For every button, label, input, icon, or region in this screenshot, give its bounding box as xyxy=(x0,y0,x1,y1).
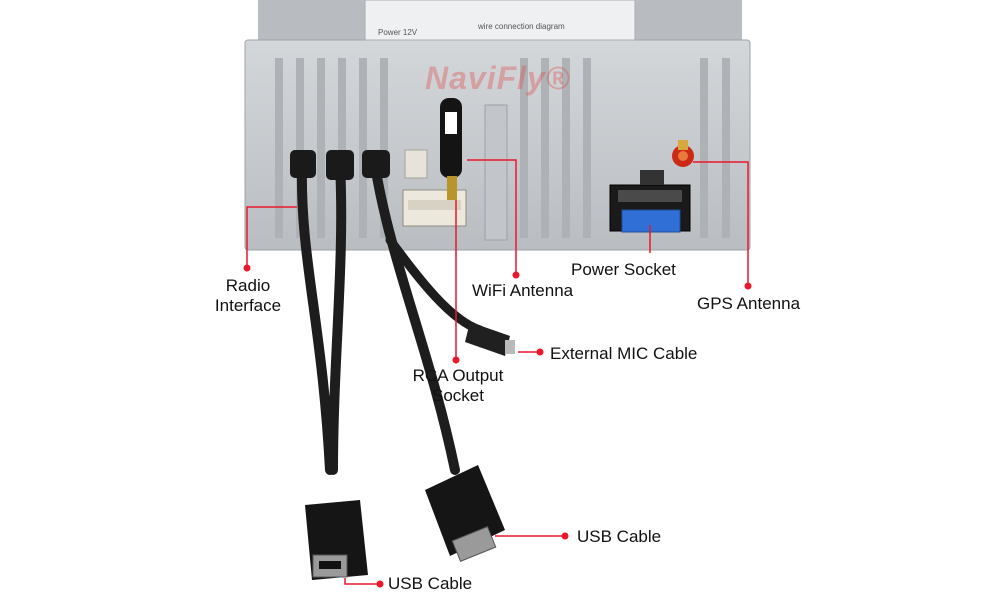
label-radio-interface-line1: Radio xyxy=(225,276,271,295)
label-radio-interface-line2: Interface xyxy=(214,296,282,315)
external-mic-cable xyxy=(385,235,515,356)
mounting-rail xyxy=(484,104,508,241)
usb-cable-right xyxy=(362,150,460,475)
callout-lines xyxy=(246,159,749,585)
gps-antenna xyxy=(672,140,694,167)
label-gps-antenna: GPS Antenna xyxy=(697,294,801,313)
dot-gps-antenna xyxy=(744,282,752,290)
brand-watermark: NaviFly® xyxy=(425,60,571,96)
plastic-clip xyxy=(404,149,428,179)
callout-usb-bottom xyxy=(344,578,380,585)
callout-radio-interface xyxy=(246,206,297,268)
dot-usb-right xyxy=(561,532,569,540)
label-usb-cable-bottom: USB Cable xyxy=(388,574,473,593)
sticker-heading: wire connection diagram xyxy=(478,22,565,31)
dot-wifi-antenna xyxy=(512,271,520,279)
heat-sink-fins xyxy=(275,58,730,238)
label-external-mic-cable: External MIC Cable xyxy=(550,344,698,363)
dot-rca-output xyxy=(452,356,460,364)
power-socket xyxy=(609,170,691,233)
callout-gps-antenna xyxy=(693,161,749,286)
usb-cable-left xyxy=(326,150,354,475)
label-usb-cable-right: USB Cable xyxy=(577,527,662,546)
radio-interface-cable xyxy=(290,150,335,475)
wiring-sticker xyxy=(364,0,636,41)
label-rca-output-socket: RCA Output Socket xyxy=(400,366,516,406)
label-rca-output-line1: RCA Output xyxy=(412,366,504,385)
sticker-power: Power 12V xyxy=(378,28,418,37)
dot-usb-bottom xyxy=(376,580,384,588)
dot-external-mic xyxy=(536,348,544,356)
label-power-socket: Power Socket xyxy=(571,260,676,279)
callout-dots xyxy=(243,264,752,588)
dot-radio-interface xyxy=(243,264,251,272)
label-wifi-antenna: WiFi Antenna xyxy=(472,281,574,300)
label-rca-output-line2: Socket xyxy=(432,386,484,405)
usb-plug-left xyxy=(305,500,368,580)
callout-wifi-antenna xyxy=(467,159,517,275)
label-radio-interface: Radio Interface xyxy=(210,276,286,316)
usb-plug-right xyxy=(425,465,505,562)
wifi-antenna xyxy=(440,98,462,200)
